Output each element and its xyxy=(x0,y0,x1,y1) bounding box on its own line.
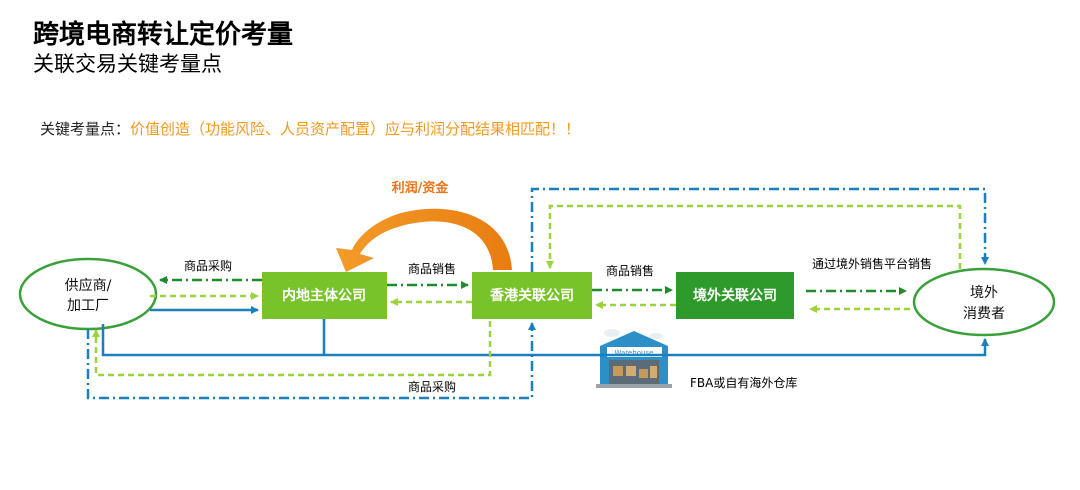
platform-sales-label: 通过境外销售平台销售 xyxy=(812,256,932,271)
supplier-label-line2: 加工厂 xyxy=(67,298,109,314)
sales-hk-overseas-label: 商品销售 xyxy=(606,263,654,278)
key-point-text: 价值创造（功能风险、人员资产配置）应与利润分配结果相匹配！！ xyxy=(130,120,581,138)
hongkong-company-label: 香港关联公司 xyxy=(489,287,574,304)
logistics-line-supplier-to-consumer xyxy=(101,324,989,357)
purchase-loop-blue xyxy=(86,322,536,400)
key-point: 关键考量点：价值创造（功能风险、人员资产配置）应与利润分配结果相匹配！！ xyxy=(40,119,580,139)
mainland-company-label: 内地主体公司 xyxy=(282,287,366,304)
consumer-label-line2: 消费者 xyxy=(963,306,1005,322)
supplier-label-line1: 供应商/ xyxy=(65,277,112,294)
supplier-node: 供应商/ 加工厂 xyxy=(18,257,158,331)
purchase-loop-light-green xyxy=(92,321,492,377)
purchase-top-label: 商品采购 xyxy=(184,258,232,273)
hongkong-company-box: 香港关联公司 xyxy=(472,272,592,319)
order-loop-hk-to-consumer xyxy=(530,187,989,272)
consumer-label-line1: 境外 xyxy=(970,285,998,301)
page-subtitle: 关联交易关键考量点 xyxy=(33,52,222,76)
purchase-bottom-label: 商品采购 xyxy=(408,379,456,394)
payment-loop-consumer-to-hk xyxy=(546,204,962,269)
page-title: 跨境电商转让定价考量 xyxy=(33,20,294,50)
warehouse-label: FBA或自有海外仓库 xyxy=(690,375,797,390)
warehouse-icon: Warehouse xyxy=(596,329,672,388)
sales-mainland-hk-label: 商品销售 xyxy=(408,261,456,276)
key-point-label: 关键考量点： xyxy=(40,120,131,138)
profit-funds-arrow xyxy=(336,208,512,272)
overseas-company-label: 境外关联公司 xyxy=(693,287,777,304)
overseas-company-box: 境外关联公司 xyxy=(676,272,794,319)
profit-funds-label: 利润/资金 xyxy=(392,180,450,196)
warehouse-sign: Warehouse xyxy=(615,349,654,357)
consumer-node: 境外 消费者 xyxy=(912,267,1056,337)
mainland-company-box: 内地主体公司 xyxy=(262,272,387,319)
